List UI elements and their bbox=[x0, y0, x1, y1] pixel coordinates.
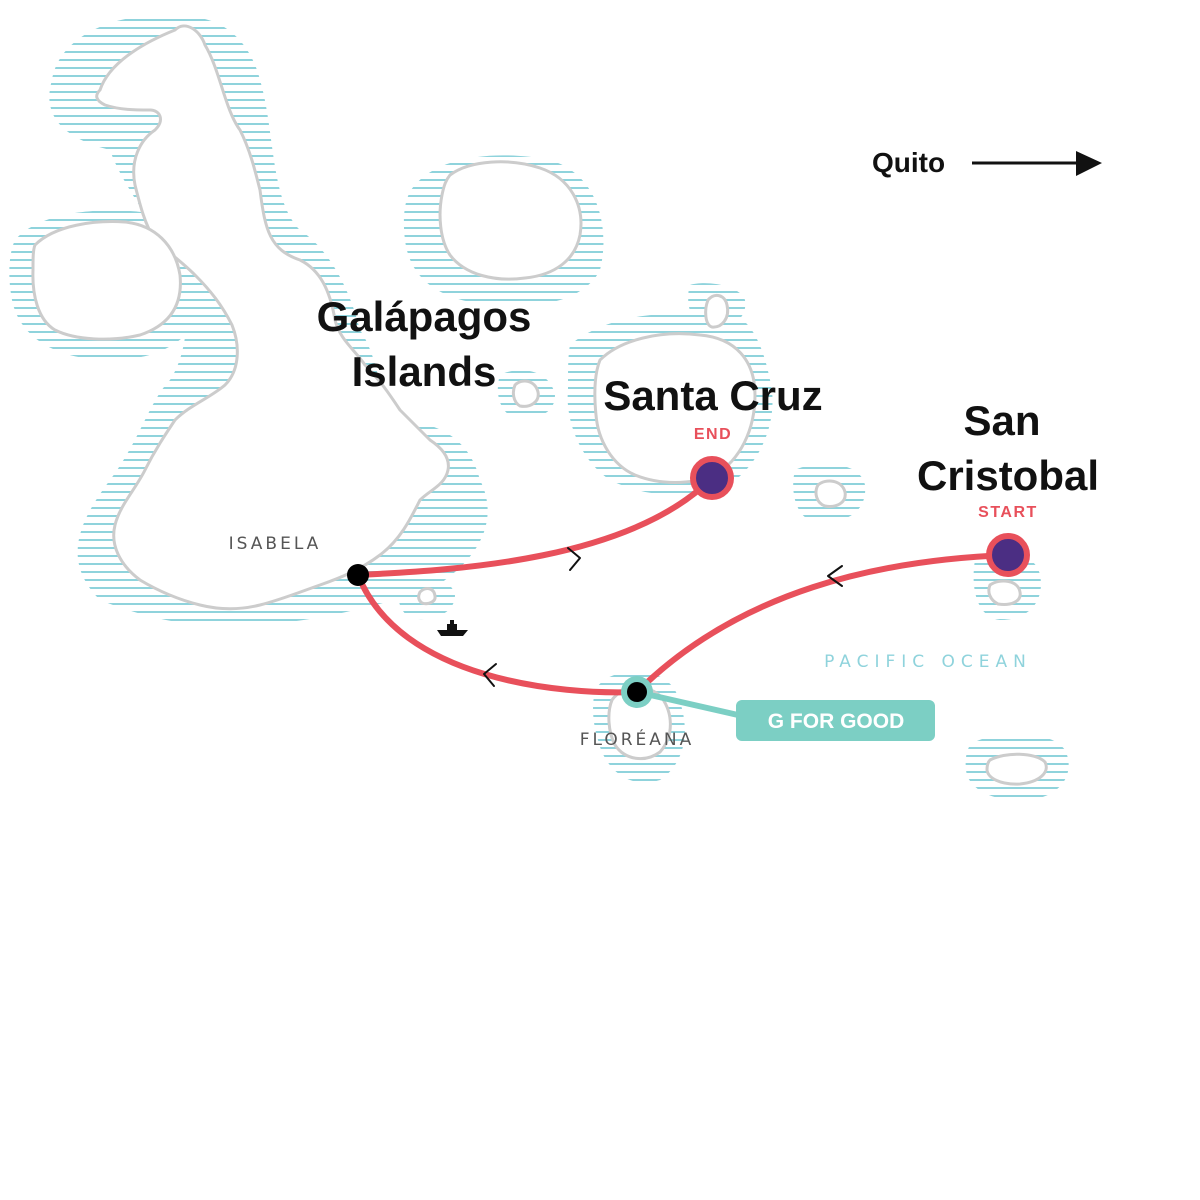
quito-direction: Quito bbox=[872, 147, 1102, 178]
route-isabela-to-santa-cruz bbox=[355, 475, 715, 578]
island-santa-fe bbox=[814, 479, 847, 508]
island-tortuga bbox=[417, 587, 437, 606]
end-marker-santa-cruz bbox=[690, 456, 734, 500]
route-direction-chevrons bbox=[483, 547, 843, 687]
g-for-good-badge[interactable]: G FOR GOOD bbox=[736, 700, 935, 741]
stop-marker-isabela bbox=[347, 564, 369, 586]
san-cristobal-label-line2: Cristobal bbox=[917, 452, 1099, 499]
g-for-good-label: G FOR GOOD bbox=[768, 710, 905, 733]
region-title-line2: Islands bbox=[352, 348, 497, 395]
san-cristobal-label-line1: San bbox=[963, 397, 1040, 444]
island-san-cristobal-south bbox=[987, 579, 1022, 606]
stop-markers bbox=[347, 456, 1030, 708]
island-santiago bbox=[438, 160, 583, 281]
start-marker-san-cristobal bbox=[986, 533, 1030, 577]
islands bbox=[31, 24, 1048, 786]
route-san-cristobal-to-floreana bbox=[634, 552, 1011, 695]
start-tag: START bbox=[978, 504, 1038, 521]
end-tag: END bbox=[694, 426, 732, 443]
stop-marker-floreana bbox=[627, 682, 647, 702]
isabela-label: ISABELA bbox=[229, 534, 322, 554]
santa-cruz-label: Santa Cruz bbox=[603, 372, 822, 419]
quito-label: Quito bbox=[872, 147, 945, 178]
ocean-label: PACIFIC OCEAN bbox=[824, 652, 1032, 672]
island-fernandina bbox=[31, 220, 182, 341]
route-direction-chevron-icon bbox=[483, 663, 497, 687]
arrow-right-icon bbox=[972, 151, 1102, 176]
region-title-line1: Galápagos bbox=[317, 293, 532, 340]
island-baltra bbox=[704, 293, 730, 329]
floreana-label: FLORÉANA bbox=[580, 728, 695, 750]
route-direction-chevron-icon bbox=[827, 565, 843, 587]
island-espanola bbox=[985, 752, 1048, 786]
route-direction-chevron-icon bbox=[567, 547, 581, 571]
boat-icon bbox=[437, 620, 468, 636]
island-pinzon bbox=[511, 379, 540, 408]
